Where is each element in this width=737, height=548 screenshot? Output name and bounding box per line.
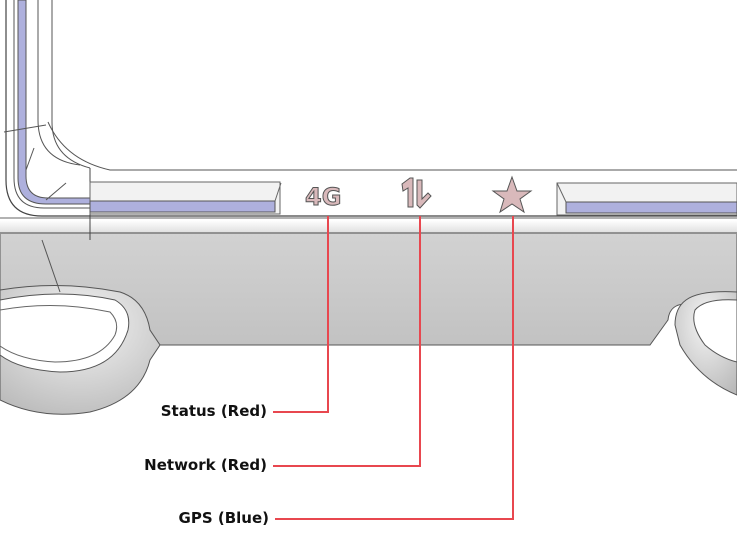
gps-leader-line	[275, 216, 514, 520]
right-foot	[674, 291, 737, 396]
enclosure-side-wall	[0, 217, 737, 346]
leader-lines	[273, 216, 514, 520]
network-arrows-icon	[401, 177, 432, 209]
4g-glyph-icon: 4G	[305, 183, 341, 211]
status-leader-line	[273, 216, 329, 413]
gps-star-icon	[491, 175, 533, 214]
network-label: Network (Red)	[144, 456, 267, 474]
indicator-glyphs: 4G	[305, 175, 533, 214]
left-foot	[0, 239, 161, 415]
status-label: Status (Red)	[160, 402, 267, 420]
network-leader-line	[273, 216, 421, 467]
enclosure-top-surface	[3, 0, 737, 240]
gps-label: GPS (Blue)	[178, 509, 269, 527]
